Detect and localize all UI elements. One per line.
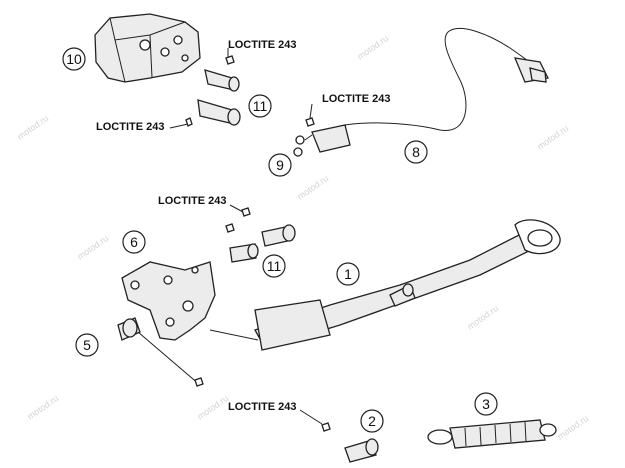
watermark: motod.ru bbox=[195, 393, 230, 422]
callout-9-number: 9 bbox=[276, 157, 284, 173]
callout-10-number: 10 bbox=[66, 51, 82, 67]
callout-8-number: 8 bbox=[412, 144, 420, 160]
loctite-label-4: LOCTITE 243 bbox=[158, 195, 226, 207]
callout-6: 6 bbox=[122, 230, 146, 254]
watermark: motod.ru bbox=[25, 393, 60, 422]
loctite-label-3: LOCTITE 243 bbox=[322, 93, 390, 105]
watermark-layer: motod.ru motod.ru motod.ru motod.ru moto… bbox=[15, 33, 590, 442]
callout-2-number: 2 bbox=[368, 413, 376, 429]
callout-5-number: 5 bbox=[83, 337, 91, 353]
callout-1: 1 bbox=[336, 262, 360, 286]
callout-6-number: 6 bbox=[130, 234, 138, 250]
callout-11-middle: 11 bbox=[262, 254, 286, 278]
part-9-sensor bbox=[293, 117, 351, 157]
part-2-bolt bbox=[321, 422, 379, 463]
part-10-bracket bbox=[94, 13, 201, 83]
loctite-label-5: LOCTITE 243 bbox=[228, 401, 296, 413]
part-3-spring bbox=[427, 419, 557, 449]
part-6-mounting-plate bbox=[121, 261, 216, 341]
watermark: motod.ru bbox=[555, 413, 590, 442]
callout-2: 2 bbox=[360, 409, 384, 433]
watermark: motod.ru bbox=[535, 123, 570, 152]
callout-8: 8 bbox=[404, 140, 428, 164]
loctite-label-1: LOCTITE 243 bbox=[228, 39, 296, 51]
part-11-bolts-middle bbox=[225, 207, 296, 263]
watermark: motod.ru bbox=[465, 303, 500, 332]
callout-11-middle-number: 11 bbox=[267, 258, 282, 274]
callout-10: 10 bbox=[62, 47, 86, 71]
watermark: motod.ru bbox=[355, 33, 390, 62]
part-11-bolts-top bbox=[185, 55, 241, 127]
callout-9: 9 bbox=[268, 153, 292, 177]
callout-1-number: 1 bbox=[344, 266, 352, 282]
watermark: motod.ru bbox=[15, 113, 50, 142]
callout-11-top: 11 bbox=[248, 94, 272, 118]
callout-5: 5 bbox=[75, 333, 99, 357]
part-8-sensor-cable bbox=[344, 27, 549, 131]
watermark: motod.ru bbox=[75, 233, 110, 262]
watermark: motod.ru bbox=[295, 173, 330, 202]
leader-lines bbox=[169, 48, 323, 425]
part-1-side-stand bbox=[209, 219, 561, 351]
callout-3-number: 3 bbox=[482, 396, 490, 412]
callout-3: 3 bbox=[474, 392, 498, 416]
loctite-label-2: LOCTITE 243 bbox=[96, 121, 164, 133]
callout-11-top-number: 11 bbox=[253, 98, 268, 114]
part-5-pivot-bolt bbox=[117, 317, 204, 387]
